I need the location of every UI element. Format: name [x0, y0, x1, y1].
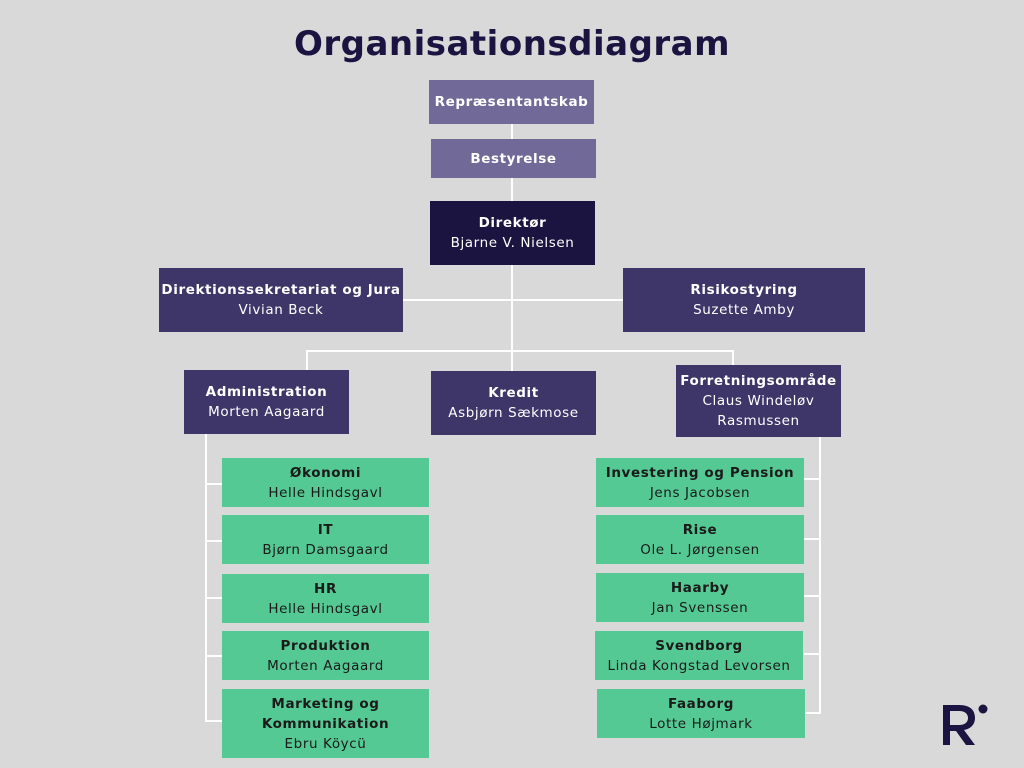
node-title: Administration	[205, 384, 328, 400]
node-person: Ebru Köycü	[284, 735, 367, 752]
node-title: Risikostyring	[690, 282, 798, 298]
node-person: Bjørn Damsgaard	[262, 541, 389, 558]
connector-line	[804, 538, 821, 540]
node-title: Repræsentantskab	[434, 94, 589, 110]
connector-line	[511, 178, 513, 201]
connector-line	[804, 653, 821, 655]
connector-line	[804, 595, 821, 597]
connector-line	[511, 124, 513, 140]
node-investering: Investering og Pension Jens Jacobsen	[596, 458, 804, 507]
connector-line	[205, 483, 223, 485]
node-title: Kommunikation	[261, 715, 390, 732]
connector-line	[511, 265, 513, 372]
node-title: Marketing og	[271, 695, 380, 712]
node-person: Rasmussen	[717, 413, 800, 429]
connector-line	[205, 597, 223, 599]
node-direktor: Direktør Bjarne V. Nielsen	[430, 201, 595, 265]
node-kredit: Kredit Asbjørn Sækmose	[431, 371, 596, 435]
node-title: Svendborg	[655, 637, 743, 654]
node-title: HR	[314, 580, 337, 597]
node-haarby: Haarby Jan Svenssen	[596, 573, 804, 622]
connector-line	[819, 436, 821, 714]
node-person: Suzette Amby	[693, 302, 795, 318]
node-title: Kredit	[488, 385, 539, 401]
node-it: IT Bjørn Damsgaard	[222, 515, 429, 564]
node-person: Linda Kongstad Levorsen	[607, 657, 791, 674]
node-person: Morten Aagaard	[208, 404, 325, 420]
node-title: Direktionssekretariat og Jura	[161, 282, 401, 298]
node-person: Bjarne V. Nielsen	[450, 235, 575, 251]
node-person: Claus Windeløv	[702, 393, 815, 409]
page-title: Organisationsdiagram	[293, 24, 731, 64]
node-title: Økonomi	[289, 464, 362, 481]
node-produktion: Produktion Morten Aagaard	[222, 631, 429, 680]
node-person: Jan Svenssen	[651, 599, 749, 616]
node-person: Helle Hindsgavl	[268, 600, 383, 617]
node-title: Bestyrelse	[470, 150, 557, 167]
node-svendborg: Svendborg Linda Kongstad Levorsen	[595, 631, 803, 680]
node-person: Lotte Højmark	[649, 715, 753, 732]
connector-line	[205, 655, 223, 657]
node-faaborg: Faaborg Lotte Højmark	[597, 689, 805, 738]
node-risikostyring: Risikostyring Suzette Amby	[623, 268, 865, 332]
node-bestyrelse: Bestyrelse	[431, 139, 596, 178]
connector-line	[306, 350, 308, 370]
node-person: Morten Aagaard	[267, 657, 384, 674]
connector-line	[804, 712, 821, 714]
node-person: Jens Jacobsen	[649, 484, 751, 501]
node-person: Ole L. Jørgensen	[640, 541, 760, 558]
node-title: IT	[317, 521, 334, 538]
node-person: Vivian Beck	[238, 302, 324, 318]
node-title: Forretningsområde	[680, 373, 837, 389]
connector-line	[205, 540, 223, 542]
node-direktionssekretariat: Direktionssekretariat og Jura Vivian Bec…	[159, 268, 403, 332]
node-person: Asbjørn Sækmose	[448, 405, 579, 421]
connector-line	[205, 433, 207, 722]
node-hr: HR Helle Hindsgavl	[222, 574, 429, 623]
node-marketing: Marketing og Kommunikation Ebru Köycü	[222, 689, 429, 758]
node-title: Rise	[682, 521, 718, 538]
connector-line	[402, 299, 624, 301]
node-rise: Rise Ole L. Jørgensen	[596, 515, 804, 564]
node-forretningsomrade: Forretningsområde Claus Windeløv Rasmuss…	[676, 365, 841, 437]
connector-line	[205, 720, 223, 722]
r-logo-icon	[943, 704, 988, 745]
node-title: Investering og Pension	[605, 464, 795, 481]
connector-line	[804, 478, 821, 480]
node-administration: Administration Morten Aagaard	[184, 370, 349, 434]
connector-line	[306, 350, 734, 352]
node-okonomi: Økonomi Helle Hindsgavl	[222, 458, 429, 507]
node-title: Faaborg	[667, 695, 735, 712]
connector-line	[732, 350, 734, 365]
node-title: Haarby	[670, 579, 730, 596]
node-person: Helle Hindsgavl	[268, 484, 383, 501]
node-title: Produktion	[280, 637, 371, 654]
node-representantskab: Repræsentantskab	[429, 80, 594, 124]
node-title: Direktør	[478, 215, 547, 231]
